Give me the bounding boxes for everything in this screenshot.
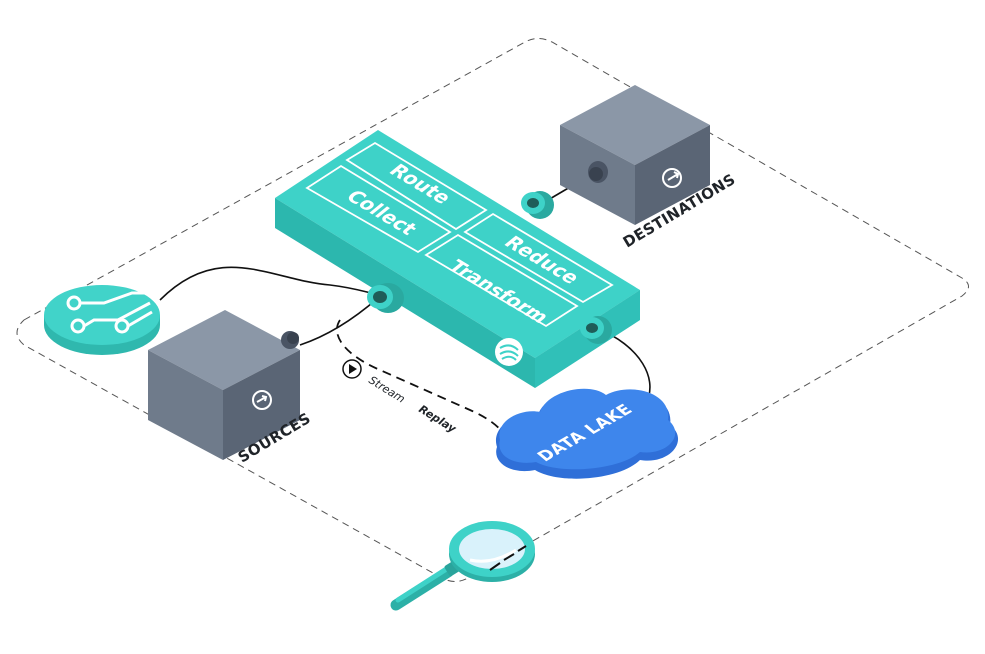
magnifying-glass-icon (390, 521, 535, 611)
export-circle-icon (662, 168, 682, 188)
sources-box (148, 310, 300, 460)
hub-to-pipeline-line (159, 266, 381, 301)
pipeline-input-port (367, 283, 404, 313)
boundary-outline (16, 38, 969, 582)
network-nodes-icon (66, 291, 153, 334)
panel-collect (305, 164, 452, 254)
replay-label: Replay (416, 403, 459, 436)
destinations-box (560, 85, 710, 225)
data-lake: DATA LAKE (495, 388, 679, 479)
sources-connector (281, 331, 299, 349)
play-icon (342, 359, 362, 379)
stream-label: Stream (366, 374, 407, 406)
pipeline-output-port (580, 316, 612, 344)
hub-node (44, 285, 160, 355)
panel-transform (424, 233, 579, 328)
panel-reduce (463, 212, 614, 304)
pipeline-block: Route Collect Reduce Transform (275, 130, 640, 388)
arrow-right-circle-icon (252, 390, 272, 410)
logo-icon (495, 338, 523, 366)
pipeline-top-port (521, 191, 554, 219)
operation-panels (305, 141, 614, 328)
destinations-connector (588, 161, 608, 183)
panel-route (345, 141, 488, 231)
